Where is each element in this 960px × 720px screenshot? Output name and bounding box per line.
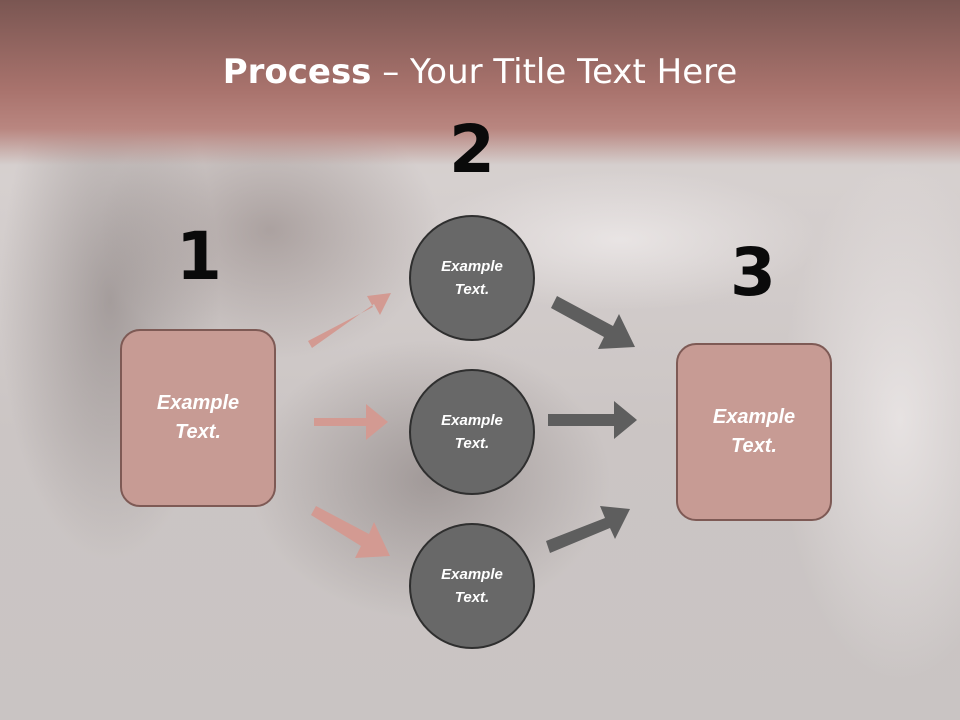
- circle-step-1-text: Example Text.: [441, 258, 503, 298]
- right-step-box: Example Text.: [676, 343, 832, 521]
- title-band: [0, 0, 960, 165]
- title-bold: Process: [222, 52, 372, 92]
- circle-step-3: Example Text.: [409, 523, 535, 649]
- arrow-to-circle-1: [308, 293, 391, 348]
- left-step-box-text: Example Text.: [156, 392, 240, 443]
- arrow-from-circle-3: [546, 506, 630, 553]
- arrow-from-circle-2: [548, 401, 637, 439]
- arrow-from-circle-1: [551, 296, 635, 349]
- step-number-1: 1: [176, 218, 222, 295]
- circle-step-2: Example Text.: [409, 369, 535, 495]
- right-step-box-text: Example Text.: [712, 406, 796, 457]
- arrow-to-circle-2: [314, 404, 388, 440]
- step-number-3: 3: [730, 234, 776, 311]
- circle-step-3-text: Example Text.: [441, 566, 503, 606]
- slide-title: Process – Your Title Text Here: [0, 52, 960, 92]
- arrow-to-circle-3: [311, 506, 390, 558]
- circle-step-1: Example Text.: [409, 215, 535, 341]
- title-rest: – Your Title Text Here: [371, 52, 738, 92]
- circle-step-2-text: Example Text.: [441, 412, 503, 452]
- left-step-box: Example Text.: [120, 329, 276, 507]
- step-number-2: 2: [449, 111, 495, 188]
